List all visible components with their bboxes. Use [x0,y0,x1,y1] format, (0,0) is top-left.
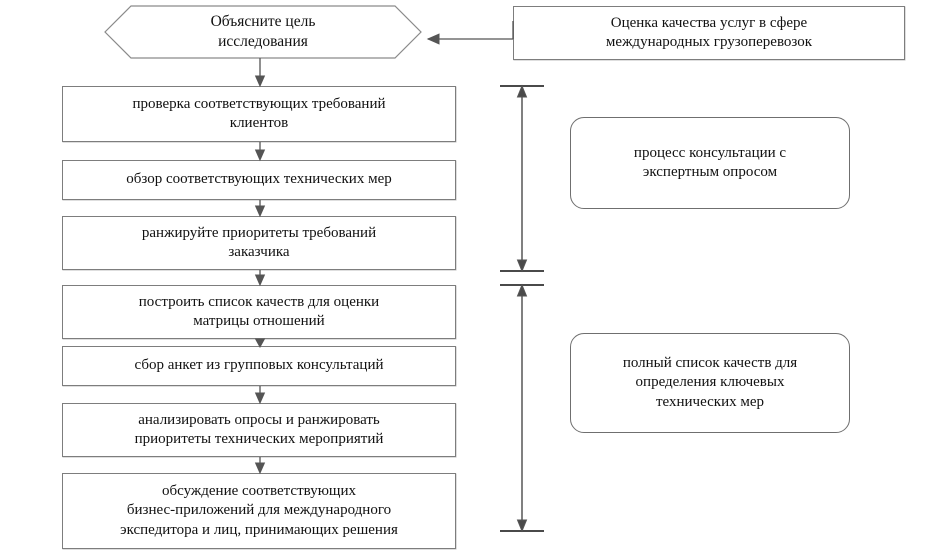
step-box-2[interactable]: обзор соответствующих технических мер [62,160,456,200]
annotation-box-1[interactable]: процесс консультации с экспертным опросо… [570,117,850,209]
connector-context-to-hexagon [426,21,514,45]
step-box-4[interactable]: построить список качеств для оценки матр… [62,285,456,339]
span-bracket-consultation [500,84,544,273]
research-purpose-hexagon[interactable]: Объясните цель исследования [103,4,423,60]
step-box-5[interactable]: сбор анкет из групповых консультаций [62,346,456,386]
quality-assessment-label: Оценка качества услуг в сфере международ… [605,14,813,50]
arrow-hexagon-to-step-1 [254,58,266,88]
step-label-4: построить список качеств для оценки матр… [138,293,380,329]
arrow-step-5-to-step-6 [254,386,266,405]
hexagon-outline [104,5,422,59]
step-box-7[interactable]: обсуждение соответствующих бизнес-прилож… [62,473,456,549]
arrow-step-4-to-step-5 [254,338,266,349]
step-label-2: обзор соответствующих технических мер [126,171,392,188]
quality-assessment-box[interactable]: Оценка качества услуг в сфере международ… [513,6,905,60]
step-box-1[interactable]: проверка соответствующих требований клие… [62,86,456,142]
arrow-step-6-to-step-7 [254,457,266,475]
step-label-7: обсуждение соответствующих бизнес-прилож… [120,483,398,538]
annotation-box-2[interactable]: полный список качеств для определения кл… [570,333,850,433]
research-purpose-label: Объясните цель исследования [210,12,316,50]
arrow-step-1-to-step-2 [254,142,266,162]
step-label-6: анализировать опросы и ранжировать приор… [134,411,384,447]
span-bracket-quality-list [500,283,544,533]
arrow-step-3-to-step-4 [254,270,266,287]
step-label-3: ранжируйте приоритеты требований заказчи… [141,224,377,260]
step-label-5: сбор анкет из групповых консультаций [134,357,384,374]
step-box-6[interactable]: анализировать опросы и ранжировать приор… [62,403,456,457]
step-label-1: проверка соответствующих требований клие… [132,95,386,131]
annotation-label-1: процесс консультации с экспертным опросо… [633,144,787,180]
step-box-3[interactable]: ранжируйте приоритеты требований заказчи… [62,216,456,270]
annotation-label-2: полный список качеств для определения кл… [622,355,798,410]
arrow-step-2-to-step-3 [254,200,266,218]
